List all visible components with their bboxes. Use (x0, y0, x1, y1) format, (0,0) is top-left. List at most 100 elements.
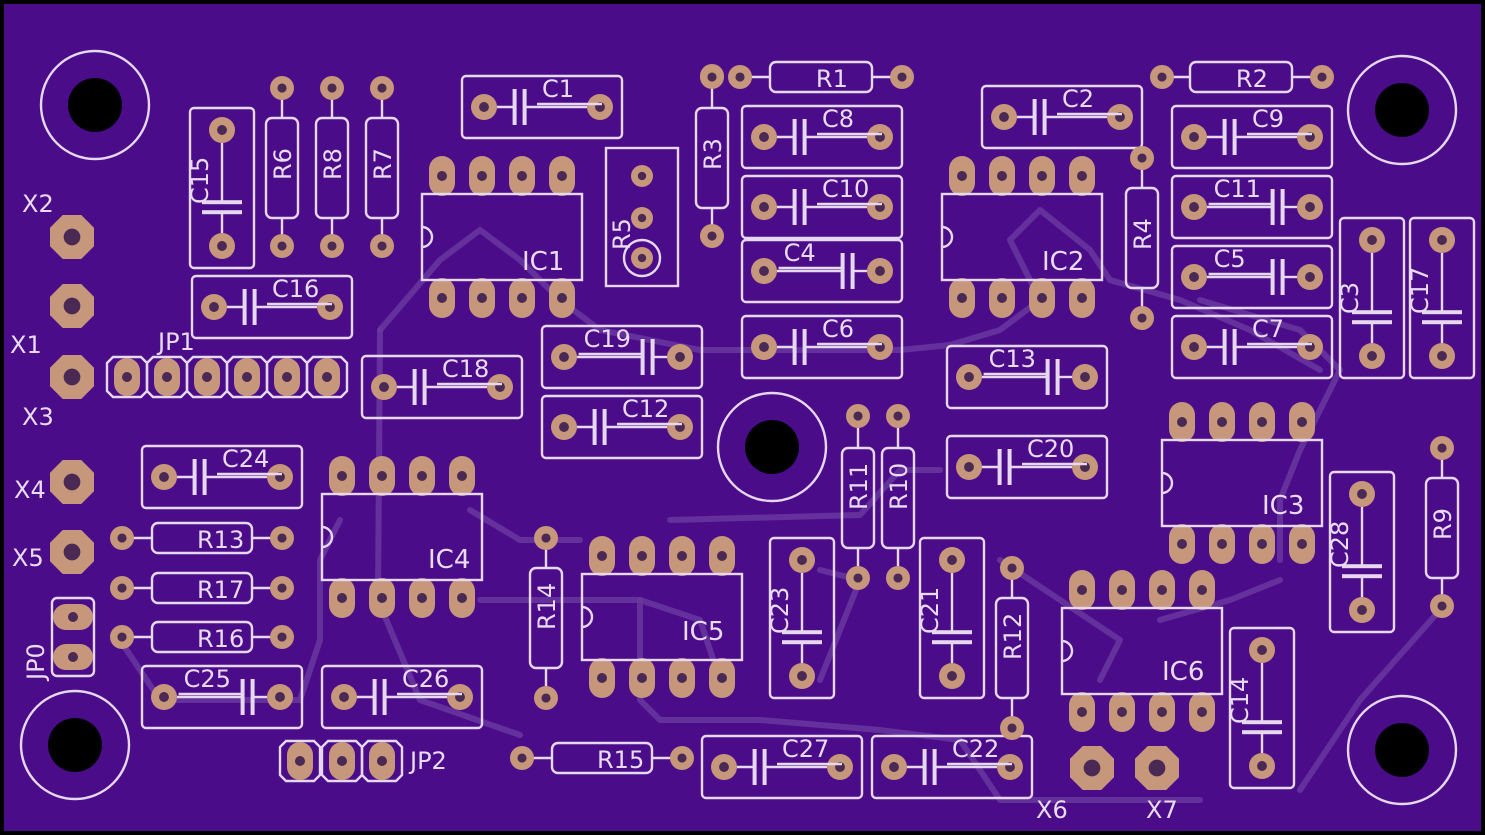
jumper-label: JP2 (408, 747, 447, 775)
drill-hole (947, 555, 957, 565)
drill-hole (1080, 372, 1090, 382)
capacitor-label: C13 (989, 345, 1036, 373)
drill-hole (1305, 202, 1315, 212)
mount-hole-tr (1346, 54, 1458, 166)
resistor-label: R13 (197, 526, 244, 554)
drill-hole (1217, 417, 1227, 427)
capacitor-label: C1 (542, 75, 574, 103)
drill-hole (1077, 585, 1087, 595)
drill-hole (68, 612, 78, 622)
resistor-r4: R4 (1124, 146, 1160, 330)
drill-hole (117, 533, 127, 543)
ic-ic2: IC2 (940, 156, 1104, 318)
capacitor-label: C25 (184, 665, 231, 693)
resistor-label: R1 (816, 65, 848, 93)
drill-hole (379, 382, 389, 392)
drill-hole (875, 266, 885, 276)
drill-hole (337, 593, 347, 603)
drill-hole (889, 762, 899, 772)
resistor-label: R14 (533, 583, 561, 630)
drill-hole (1148, 759, 1166, 777)
resistor-r17: R17 (110, 571, 294, 605)
connector-label: X3 (22, 403, 54, 431)
drill-hole (853, 411, 863, 421)
connector-x3: X3 (22, 355, 94, 431)
ic-label: IC1 (522, 247, 564, 277)
capacitor-label: C17 (1406, 267, 1434, 314)
resistor-r10: R10 (880, 404, 916, 590)
drill-hole (277, 241, 287, 251)
drill-hole (707, 72, 717, 82)
drill-hole (437, 171, 447, 181)
drill-hole (327, 83, 337, 93)
drill-hole (597, 551, 607, 561)
drill-hole (893, 411, 903, 421)
ic-ic4: IC4 (320, 456, 484, 618)
drill-hole (377, 241, 387, 251)
drill-hole (377, 471, 387, 481)
drill-hole (437, 293, 447, 303)
drill-hole (1177, 417, 1187, 427)
drill-hole (209, 302, 219, 312)
capacitor-label: C28 (1326, 521, 1354, 568)
drill-hole (1117, 585, 1127, 595)
resistor-label: R15 (597, 746, 644, 774)
drill-hole (947, 671, 957, 681)
resistor-r13: R13 (110, 521, 294, 555)
drill-hole (893, 573, 903, 583)
drill-hole (159, 692, 169, 702)
drill-hole (997, 293, 1007, 303)
drill-hole (557, 293, 567, 303)
capacitor-c11: C11 (1170, 174, 1334, 240)
drill-hole (1083, 759, 1101, 777)
capacitor-label: C23 (766, 587, 794, 634)
drill-hole (1437, 601, 1447, 611)
drill-hole (559, 422, 569, 432)
capacitor-c10: C10 (740, 174, 904, 240)
resistor-r1: R1 (728, 60, 914, 94)
drill-hole (1189, 202, 1199, 212)
drill-hole (477, 171, 487, 181)
drill-hole (1357, 605, 1367, 615)
drill-hole (1357, 489, 1367, 499)
trimmer-r5: R5 (604, 146, 680, 288)
drill-hole (63, 368, 81, 386)
drill-hole (457, 593, 467, 603)
drill-hole (759, 202, 769, 212)
drill-hole (735, 72, 745, 82)
drill-hole (1157, 707, 1167, 717)
drill-hole (277, 83, 287, 93)
drill-hole (1189, 272, 1199, 282)
capacitor-c12: C12 (540, 394, 704, 460)
drill-hole (517, 753, 527, 763)
drill-hole (964, 372, 974, 382)
capacitor-label: C15 (186, 157, 214, 204)
drill-hole (1007, 563, 1017, 573)
resistor-label: R6 (269, 148, 297, 180)
capacitor-label: C8 (822, 105, 854, 133)
drill-hole (637, 551, 647, 561)
capacitor-c1: C1 (460, 74, 624, 140)
drill-hole (637, 253, 647, 263)
capacitor-c2: C2 (980, 84, 1144, 150)
drill-hole (717, 673, 727, 683)
ic-label: IC5 (682, 617, 724, 647)
connector-label: X5 (12, 544, 44, 572)
drill-hole (417, 593, 427, 603)
drill-hole (1367, 351, 1377, 361)
drill-hole (1257, 645, 1267, 655)
jumper-jp1: JP1 (105, 328, 349, 399)
capacitor-c8: C8 (740, 104, 904, 170)
drill-hole (1189, 342, 1199, 352)
capacitor-c13: C13 (945, 344, 1109, 410)
resistor-label: R9 (1429, 508, 1457, 540)
drill-hole (1077, 293, 1087, 303)
capacitor-label: C21 (916, 587, 944, 634)
drill-hole (1037, 171, 1047, 181)
capacitor-label: C20 (1027, 435, 1074, 463)
jumper-jp0: JP0 (22, 596, 96, 682)
drill-hole (759, 132, 769, 142)
capacitor-label: C27 (782, 735, 829, 763)
